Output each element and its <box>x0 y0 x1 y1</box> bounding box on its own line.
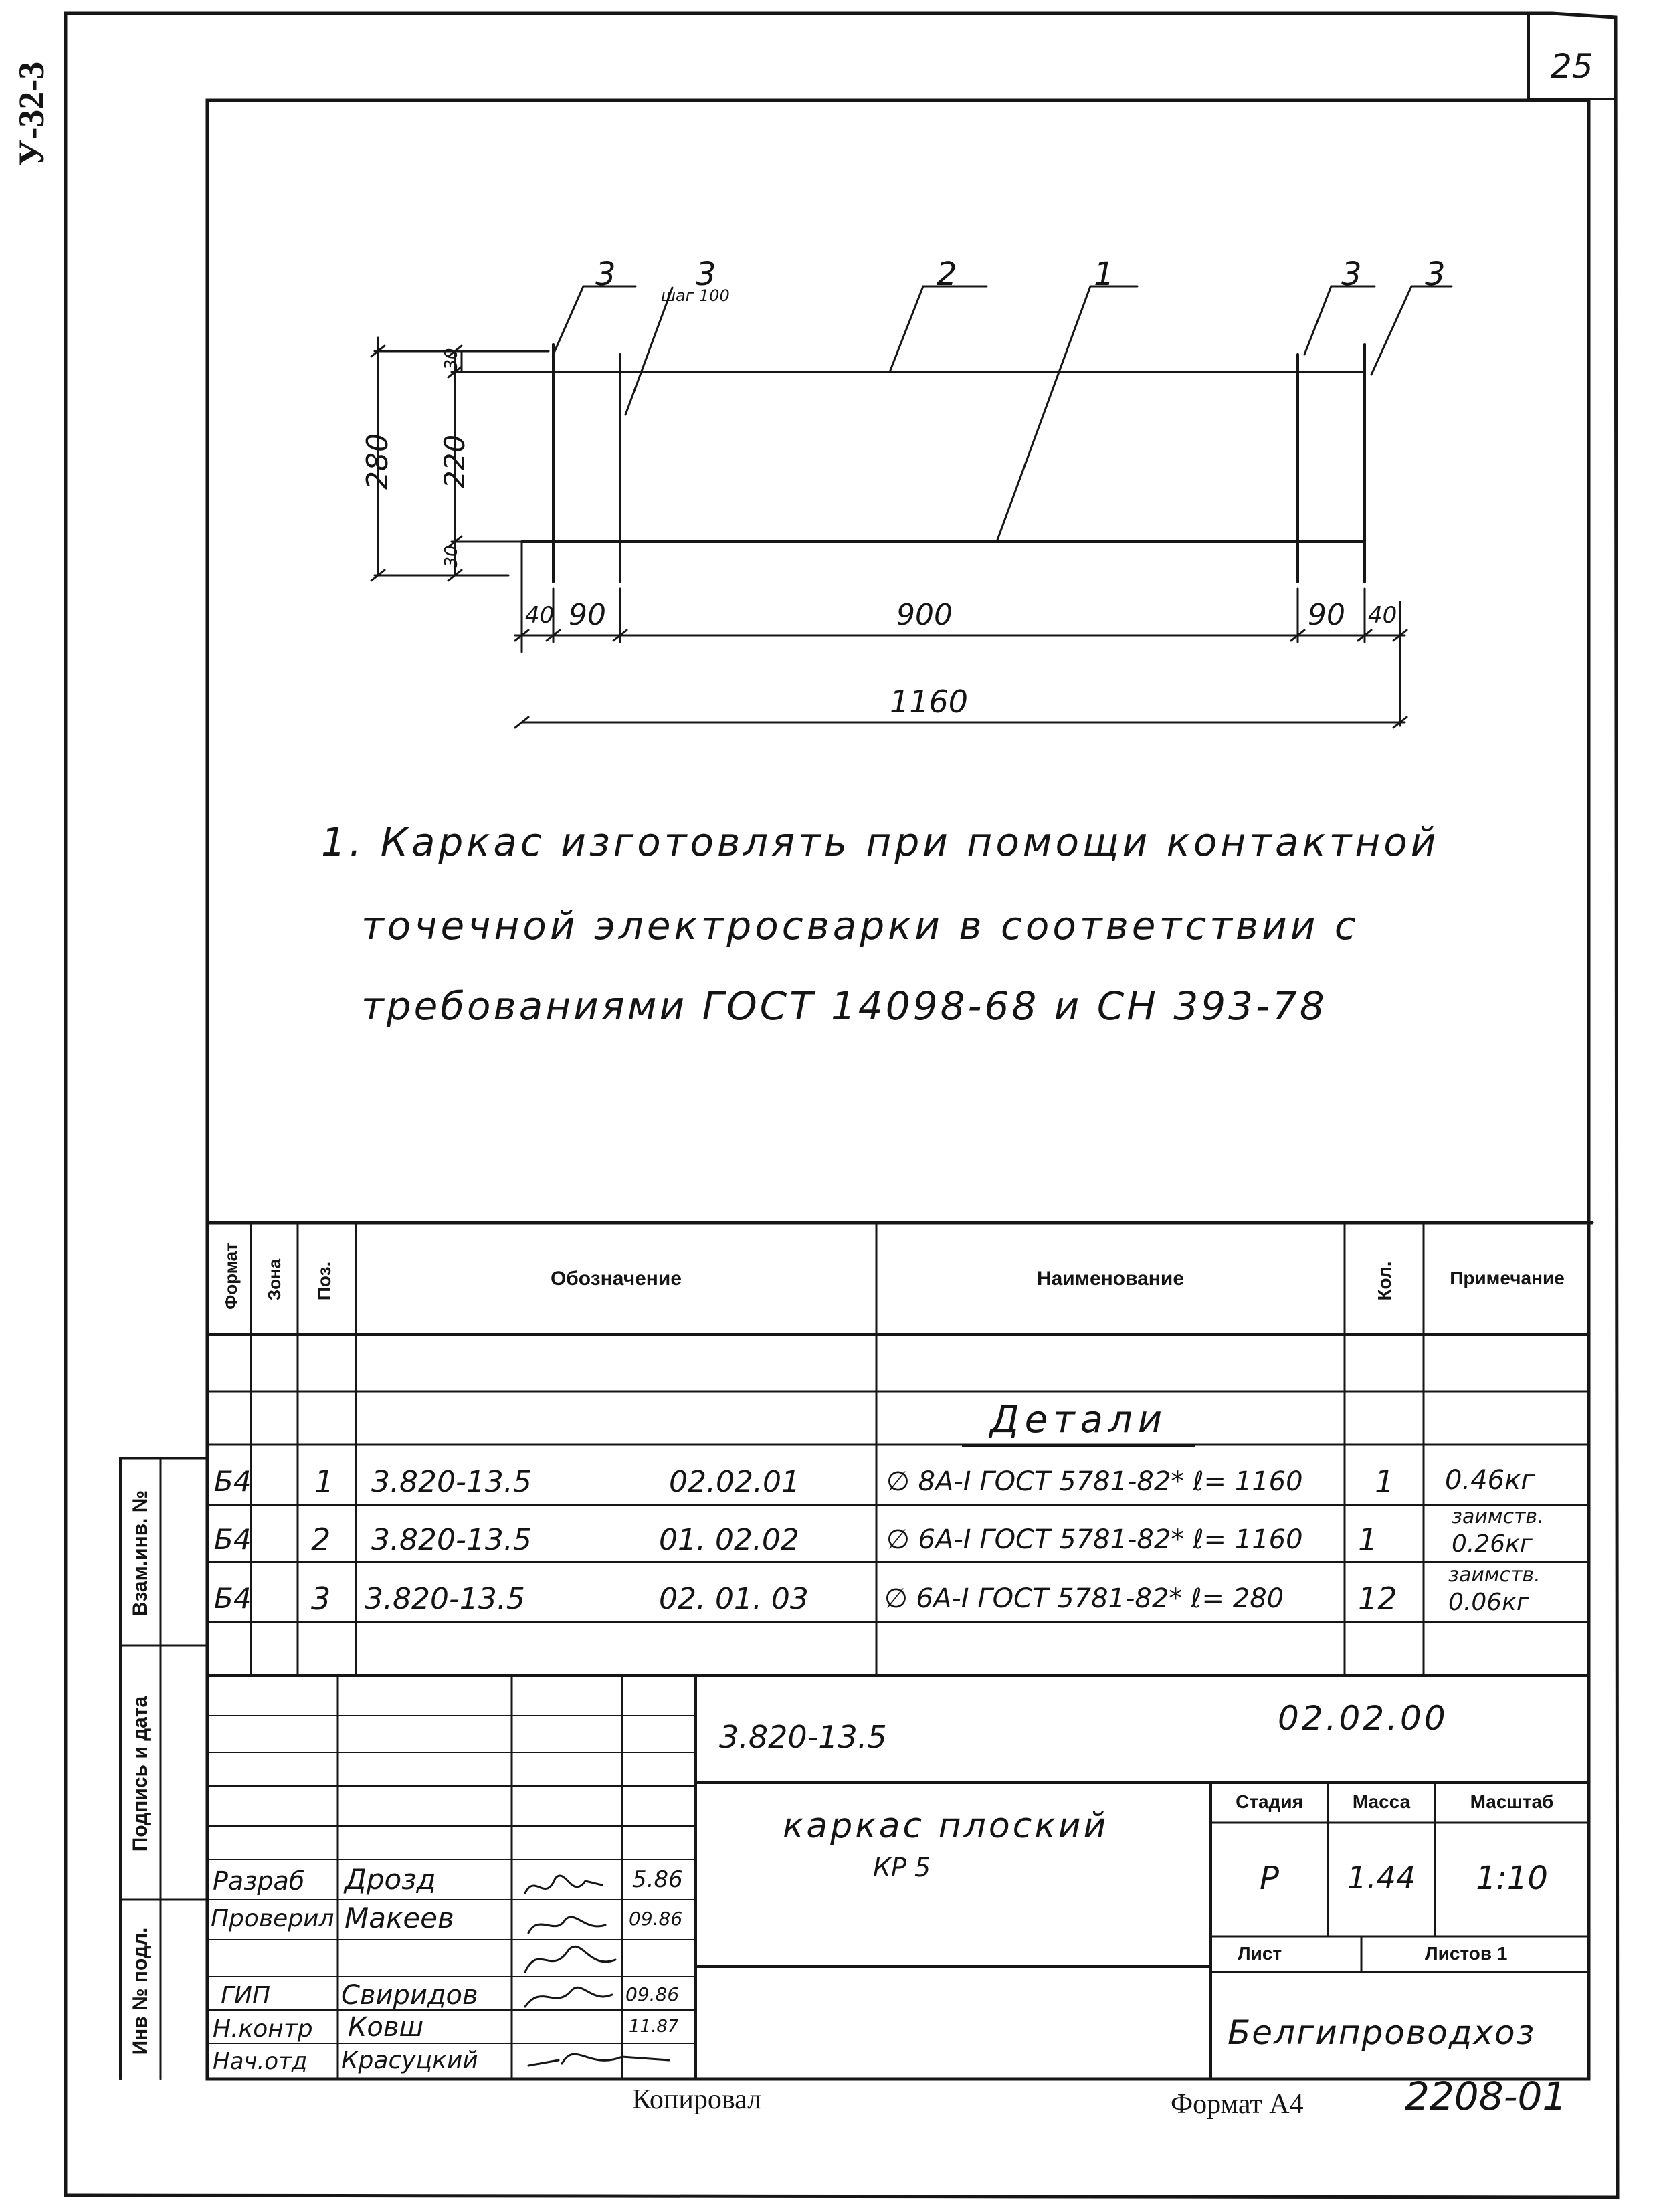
staff-role: ГИП <box>221 1982 271 2009</box>
note-line-2: точечной электросварки в соответствии с <box>361 903 1359 948</box>
row-name: ∅ 6A-I ГОСТ 5781-82* ℓ= 280 <box>884 1583 1284 1614</box>
row-format: Б4 <box>214 1582 252 1615</box>
mass-value: 1.44 <box>1347 1859 1416 1896</box>
signature-razrab <box>524 1874 603 1894</box>
row-name: ∅ 6A-I ГОСТ 5781-82* ℓ= 1160 <box>886 1524 1303 1555</box>
step-label: шаг 100 <box>661 286 730 305</box>
dim-left-edge: 40 <box>525 602 555 629</box>
staff-name: Макеев <box>345 1902 454 1934</box>
footer-copied: Копировал <box>632 2084 762 2115</box>
staff-date: 09.86 <box>629 1908 683 1930</box>
row-qty: 1 <box>1375 1464 1395 1500</box>
header-zone: Зона <box>264 1258 284 1301</box>
row-note-1: заимств. <box>1452 1505 1544 1528</box>
dim-middle: 220 <box>438 434 471 489</box>
header-designation: Обозначение <box>550 1268 682 1290</box>
signature-nachotd <box>527 2053 670 2067</box>
doc-code: 02.02.00 <box>1278 1699 1448 1738</box>
staff-role: Нач.отд <box>213 2048 308 2075</box>
row-code: 02. 01. 03 <box>659 1582 809 1616</box>
note-line-3: требованиями ГОСТ 14098-68 и СН 393-78 <box>361 983 1327 1029</box>
row-format: Б4 <box>214 1465 252 1498</box>
staff-name: Красуцкий <box>341 2047 478 2074</box>
main-frame <box>205 98 1591 2081</box>
position-label: 3 <box>1341 256 1362 293</box>
row-note-2: 0.06кг <box>1448 1589 1529 1616</box>
staff-date: 11.87 <box>629 2017 679 2037</box>
sheet-number: 25 <box>1551 47 1593 86</box>
dim-center-span: 900 <box>896 598 953 632</box>
signature-gip <box>524 1945 617 1973</box>
sheet-border <box>64 11 1620 2199</box>
row-code: 01. 02.02 <box>659 1523 799 1557</box>
position-label: 3 <box>595 256 616 293</box>
row-code: 02.02.01 <box>669 1465 800 1499</box>
row-qty: 12 <box>1358 1581 1397 1617</box>
sheets-label: Листов 1 <box>1425 1943 1508 1964</box>
row-note-2: 0.26кг <box>1452 1530 1533 1558</box>
dim-right-edge: 40 <box>1368 602 1397 629</box>
row-note-1: заимств. <box>1448 1563 1541 1587</box>
row-pos: 1 <box>314 1464 334 1500</box>
staff-role: Проверил <box>211 1905 334 1932</box>
header-note: Примечание <box>1450 1268 1565 1288</box>
position-label: 2 <box>937 256 957 293</box>
doc-number: 3.820-13.5 <box>719 1719 887 1755</box>
staff-date: 5.86 <box>632 1866 683 1893</box>
side-code: У-32-3 <box>11 61 52 167</box>
staff-name: Ковш <box>348 2012 424 2043</box>
dim-overall-length: 1160 <box>890 684 969 720</box>
row-doc: 3.820-13.5 <box>365 1582 525 1616</box>
header-pos: Поз. <box>314 1261 334 1301</box>
mass-label: Масса <box>1352 1791 1411 1812</box>
sheet-label: Лист <box>1238 1943 1282 1964</box>
row-pos: 2 <box>311 1522 331 1558</box>
staff-date: 09.86 <box>625 1983 680 2005</box>
stage-label: Стадия <box>1236 1791 1303 1812</box>
row-format: Б4 <box>214 1523 252 1556</box>
scale-value: 1:10 <box>1476 1859 1548 1897</box>
footer-format: Формат А4 <box>1171 2089 1304 2120</box>
doc-title-line-2: КР 5 <box>873 1853 931 1882</box>
staff-name: Свиридов <box>341 1980 478 2011</box>
organization: Белгипроводхоз <box>1228 2013 1536 2052</box>
position-label: 3 <box>696 256 716 293</box>
row-doc: 3.820-13.5 <box>371 1523 532 1557</box>
row-name: ∅ 8A-I ГОСТ 5781-82* ℓ= 1160 <box>886 1466 1303 1497</box>
row-note: 0.46кг <box>1445 1465 1535 1496</box>
dim-left-span: 90 <box>569 598 606 632</box>
dim-total-height: 280 <box>361 433 395 490</box>
header-format: Формат <box>221 1243 241 1310</box>
staff-role: Н.контр <box>213 2015 313 2043</box>
scale-label: Масштаб <box>1470 1791 1554 1812</box>
row-doc: 3.820-13.5 <box>371 1465 532 1499</box>
staff-role: Разраб <box>213 1866 305 1896</box>
row-qty: 1 <box>1358 1522 1378 1558</box>
dim-top-offset: 30 <box>442 348 462 371</box>
dim-bottom-offset: 30 <box>442 545 462 568</box>
row-pos: 3 <box>311 1581 331 1617</box>
stamp-sign-date: Подпись и дата <box>129 1696 151 1852</box>
dim-right-span: 90 <box>1308 598 1345 632</box>
position-label: 3 <box>1425 256 1446 293</box>
signature-nkontr <box>524 1986 613 2008</box>
doc-title-line-1: каркас плоский <box>783 1806 1109 1846</box>
staff-name: Дрозд <box>345 1863 436 1896</box>
signature-proveril <box>527 1916 607 1934</box>
stage-value: Р <box>1260 1859 1279 1897</box>
footer-order-number: 2208-01 <box>1405 2074 1567 2119</box>
header-qty: Кол. <box>1374 1261 1395 1301</box>
stamp-inv-podl: Инв № подл. <box>129 1927 151 2055</box>
position-label: 1 <box>1094 256 1114 293</box>
note-line-1: 1. Каркас изготовлять при помощи контакт… <box>321 819 1440 865</box>
section-title: Детали <box>989 1398 1168 1441</box>
stamp-vz-inv: Взам.инв. № <box>129 1490 151 1617</box>
header-name: Наименование <box>1036 1268 1185 1290</box>
